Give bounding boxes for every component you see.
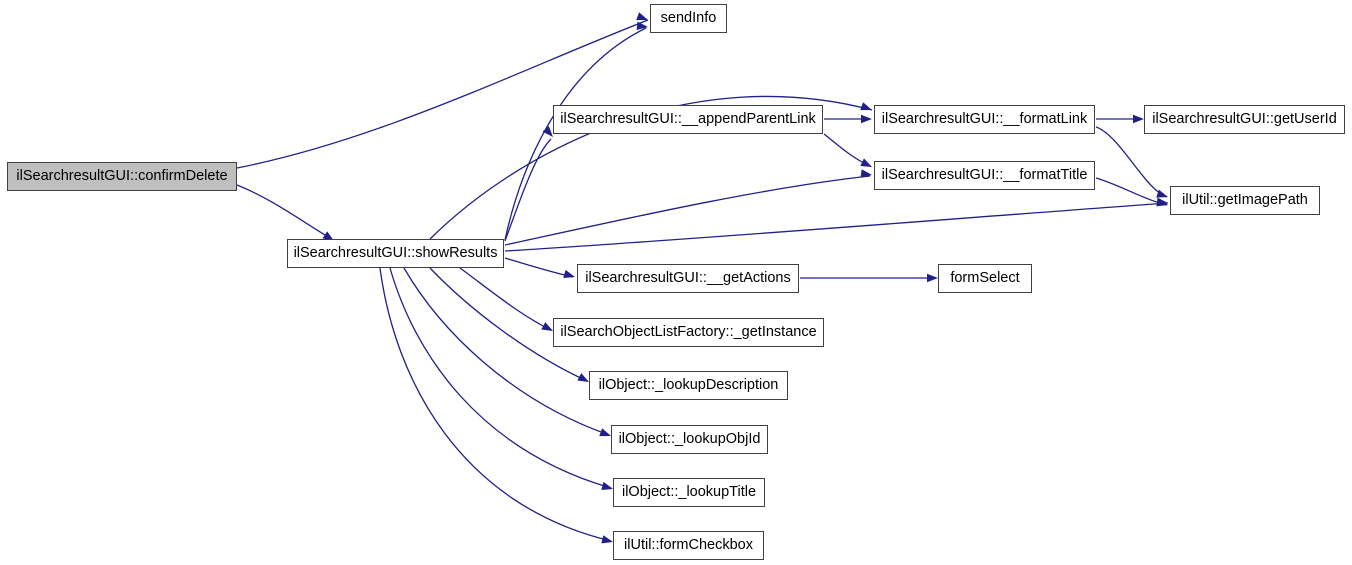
graph-node-confirmDelete[interactable]: ilSearchresultGUI::confirmDelete xyxy=(7,162,237,191)
graph-node-label: sendInfo xyxy=(660,10,717,27)
graph-node-formSelect[interactable]: formSelect xyxy=(938,264,1032,293)
graph-node-label: ilSearchresultGUI::showResults xyxy=(293,245,498,262)
call-edge xyxy=(504,257,574,278)
call-edge-arrowhead xyxy=(927,273,938,283)
graph-node-label: ilSearchresultGUI::__formatTitle xyxy=(881,167,1088,184)
graph-node-getImagePath[interactable]: ilUtil::getImagePath xyxy=(1170,186,1320,215)
graph-node-label: ilUtil::formCheckbox xyxy=(624,537,753,554)
graph-node-formatTitle[interactable]: ilSearchresultGUI::__formatTitle xyxy=(874,161,1095,190)
graph-node-getActions[interactable]: ilSearchresultGUI::__getActions xyxy=(577,264,799,293)
graph-node-label: ilSearchresultGUI::__appendParentLink xyxy=(560,111,816,128)
call-edge xyxy=(823,133,871,167)
graph-node-lookupTitle[interactable]: ilObject::_lookupTitle xyxy=(613,478,765,507)
call-edge xyxy=(1095,177,1168,206)
call-edge-arrowhead xyxy=(1156,197,1168,207)
call-edge xyxy=(504,138,552,242)
call-edge-arrowhead xyxy=(1133,114,1144,124)
call-edge xyxy=(1095,126,1168,198)
call-edge xyxy=(504,175,871,246)
graph-node-getInstance[interactable]: ilSearchObjectListFactory::_getInstance xyxy=(553,318,824,347)
graph-node-formCheckbox[interactable]: ilUtil::formCheckbox xyxy=(613,531,764,560)
call-edge xyxy=(403,267,610,436)
call-edge-arrowhead xyxy=(1156,189,1168,198)
graph-node-label: ilObject::_lookupDescription xyxy=(598,377,779,394)
call-edge xyxy=(459,267,552,331)
call-edge xyxy=(389,267,612,489)
call-edge-arrowhead xyxy=(1156,198,1168,207)
call-edge-arrowhead xyxy=(861,114,872,124)
graph-node-getUserId[interactable]: ilSearchresultGUI::getUserId xyxy=(1144,105,1345,134)
call-edge-arrowhead xyxy=(860,169,872,178)
graph-node-label: ilSearchresultGUI::__formatLink xyxy=(881,111,1088,128)
call-edge-arrowhead xyxy=(636,12,648,21)
graph-node-appendParentLink[interactable]: ilSearchresultGUI::__appendParentLink xyxy=(553,105,823,134)
graph-node-label: ilUtil::getImagePath xyxy=(1182,192,1308,209)
graph-node-label: formSelect xyxy=(950,270,1020,287)
graph-node-sendInfo[interactable]: sendInfo xyxy=(650,4,727,33)
call-edge-arrowhead xyxy=(860,158,872,167)
call-edge-arrowhead xyxy=(636,21,648,31)
graph-node-lookupDescription[interactable]: ilObject::_lookupDescription xyxy=(589,371,788,400)
graph-node-formatLink[interactable]: ilSearchresultGUI::__formatLink xyxy=(874,105,1095,134)
call-edge xyxy=(236,184,331,239)
call-edge xyxy=(379,267,612,542)
call-edge-arrowhead xyxy=(563,269,575,279)
call-edge xyxy=(236,19,649,169)
graph-node-label: ilSearchObjectListFactory::_getInstance xyxy=(560,324,817,341)
graph-node-lookupObjId[interactable]: ilObject::_lookupObjId xyxy=(611,425,768,454)
call-edge-arrowhead xyxy=(860,102,872,111)
graph-node-label: ilObject::_lookupTitle xyxy=(621,484,757,501)
graph-node-label: ilSearchresultGUI::__getActions xyxy=(585,270,791,287)
call-edge xyxy=(504,202,1169,252)
graph-node-label: ilSearchresultGUI::confirmDelete xyxy=(16,168,228,185)
graph-node-label: ilObject::_lookupObjId xyxy=(618,431,761,448)
graph-node-label: ilSearchresultGUI::getUserId xyxy=(1152,111,1337,128)
call-edge xyxy=(504,27,647,241)
graph-node-showResults[interactable]: ilSearchresultGUI::showResults xyxy=(287,239,504,268)
